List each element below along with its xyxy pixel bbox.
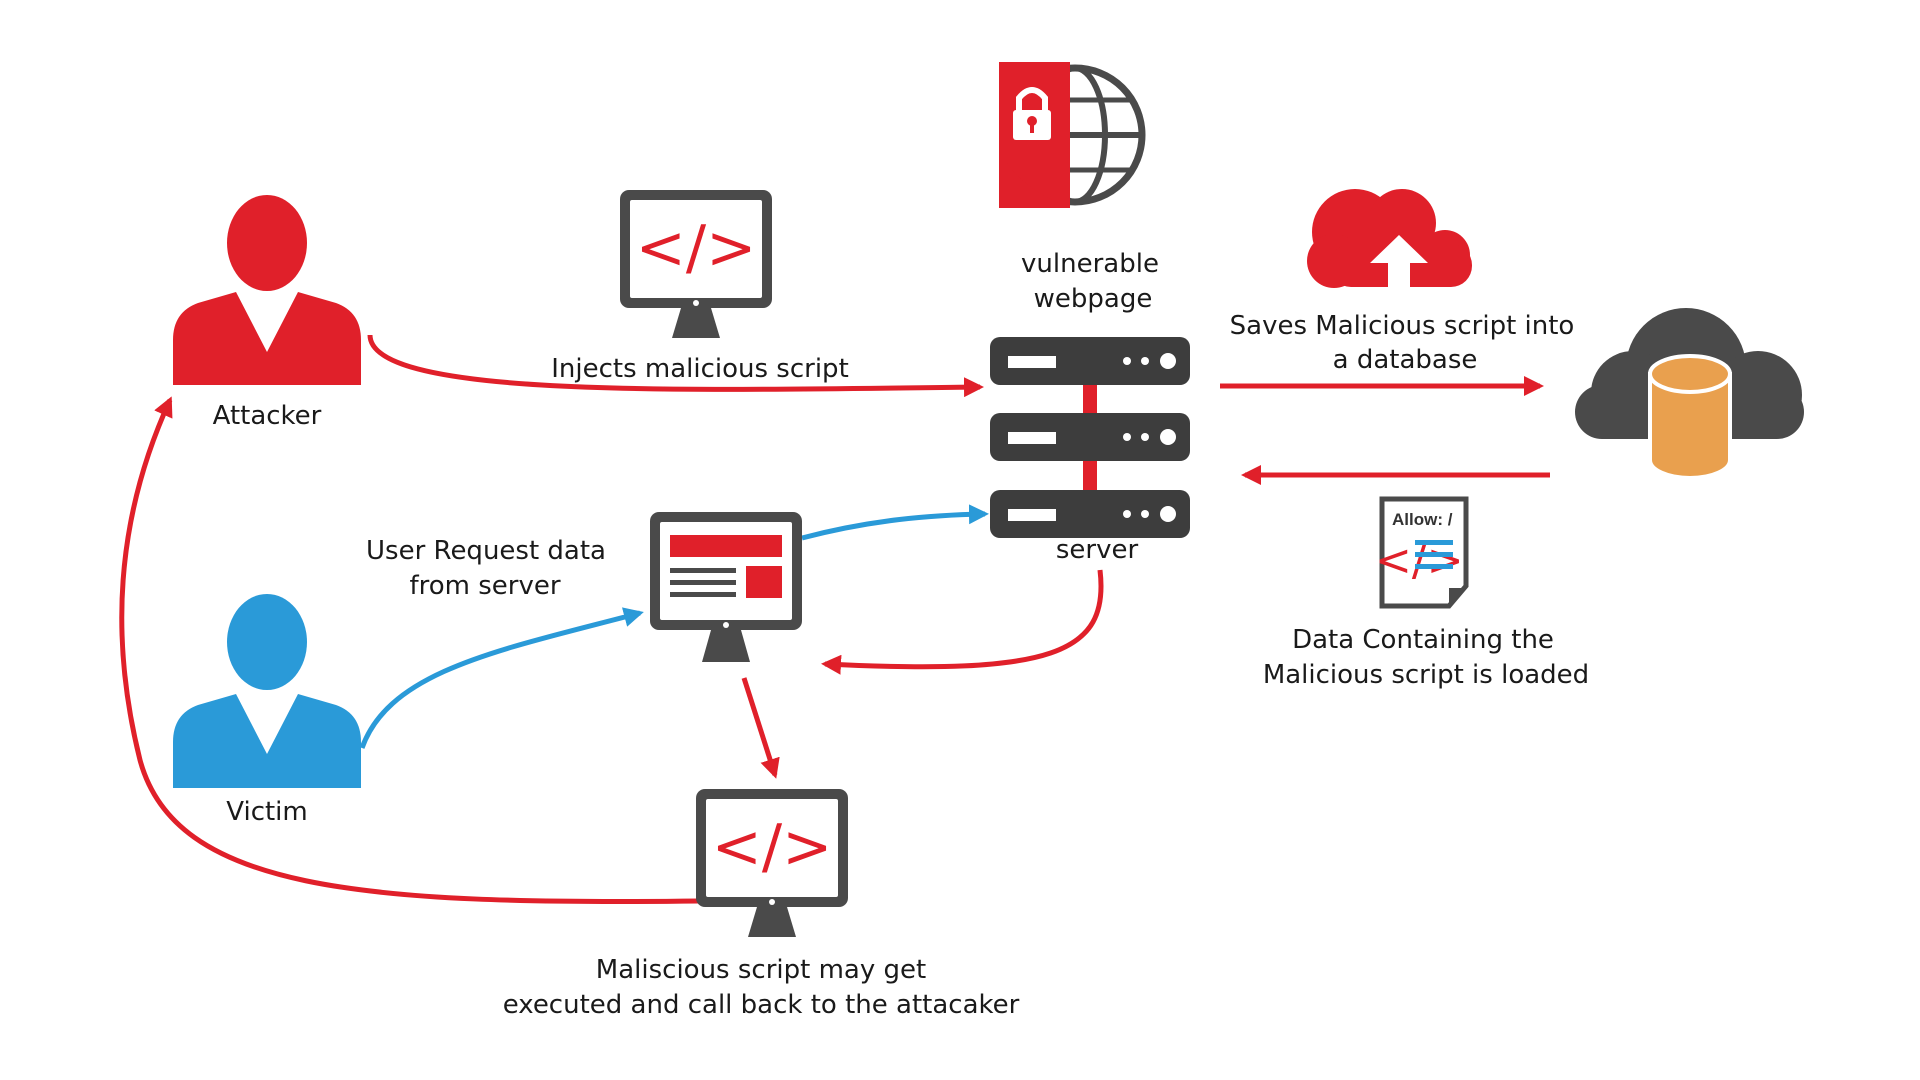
victim-person-icon xyxy=(173,594,361,788)
executed-code-monitor-icon: </> xyxy=(696,789,848,937)
data-loaded-label-line2: Malicious script is loaded xyxy=(1263,660,1589,690)
vulnerable-webpage-label-line2: webpage xyxy=(1034,284,1153,314)
webpage-monitor-icon xyxy=(650,512,802,662)
execute-script-arrow xyxy=(741,677,780,779)
injected-code-monitor-icon: </> xyxy=(620,190,772,338)
shield-lock-globe-icon xyxy=(999,62,1146,208)
browser-to-server-arrow xyxy=(801,504,989,541)
cloud-database-icon xyxy=(1575,308,1804,480)
server-rack-icon xyxy=(990,337,1190,538)
svg-text:</>: </> xyxy=(712,812,833,882)
executed-script-label-line2: executed and call back to the attacaker xyxy=(503,990,1020,1020)
inject-arrow xyxy=(367,334,984,398)
user-request-label-line1: User Request data xyxy=(366,536,606,566)
vulnerable-webpage-label-line1: vulnerable xyxy=(1021,249,1159,279)
saves-script-label-line2: a database xyxy=(1333,345,1478,375)
user-request-label-line2: from server xyxy=(409,571,560,601)
attacker-person-icon xyxy=(173,195,361,385)
victim-label: Victim xyxy=(226,797,307,827)
callback-to-attacker-arrow xyxy=(119,396,701,905)
saves-script-label-line1: Saves Malicious script into xyxy=(1230,311,1575,341)
server-label: server xyxy=(1056,535,1139,565)
executed-script-label-line1: Maliscious script may get xyxy=(596,955,926,985)
data-loaded-label-line1: Data Containing the xyxy=(1292,625,1554,655)
server-response-arrow xyxy=(821,569,1104,675)
cloud-upload-icon xyxy=(1307,189,1472,288)
code-document-icon: Allow: / </> xyxy=(1375,496,1469,609)
svg-text:</>: </> xyxy=(636,213,757,283)
victim-request-arrow xyxy=(359,607,644,749)
attacker-label: Attacker xyxy=(213,401,322,431)
injects-script-label: Injects malicious script xyxy=(551,354,849,384)
document-tag: Allow: / xyxy=(1392,510,1453,529)
